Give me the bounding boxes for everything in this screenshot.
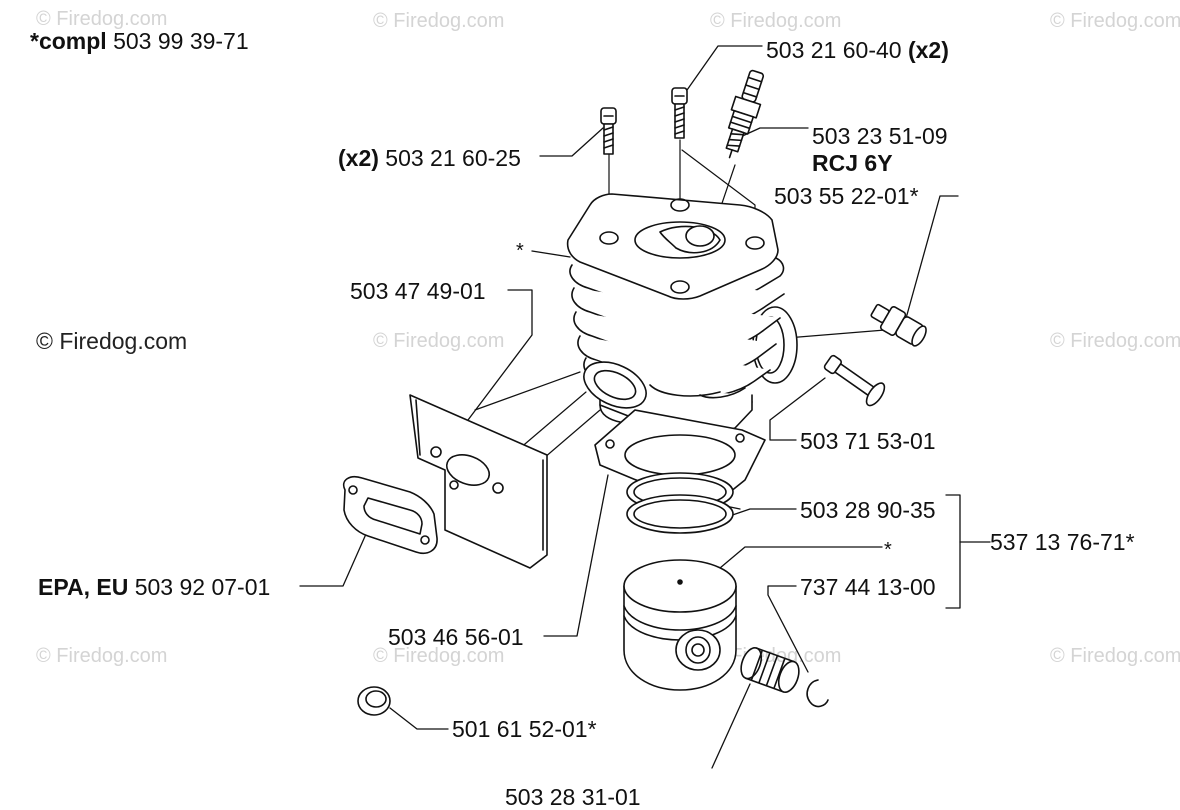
watermark: © Firedog.com bbox=[1050, 645, 1180, 667]
muffler-gasket-prefix: EPA, EU bbox=[38, 574, 129, 600]
watermark: © Firedog.com bbox=[1050, 330, 1180, 352]
spark-plug-type: RCJ 6Y bbox=[812, 150, 893, 176]
muffler-gasket bbox=[343, 475, 438, 554]
piston-rings bbox=[626, 472, 734, 534]
valve bbox=[823, 354, 886, 407]
compl-number: 503 99 39-71 bbox=[113, 28, 249, 54]
cylinder-star: * bbox=[516, 240, 524, 262]
muffler-gasket-label: EPA, EU 503 92 07-01 bbox=[38, 574, 270, 600]
decomp-valve-number: 503 55 22-01* bbox=[774, 183, 919, 209]
cylinder-plug bbox=[357, 686, 391, 716]
needle-bearing bbox=[740, 647, 800, 693]
piston-star: * bbox=[884, 539, 892, 561]
valve-number: 503 71 53-01 bbox=[800, 428, 936, 454]
watermark: © Firedog.com bbox=[36, 328, 188, 354]
cylinder bbox=[566, 193, 798, 451]
decompression-valve bbox=[870, 303, 927, 347]
watermark: © Firedog.com bbox=[373, 330, 505, 352]
rings-number: 503 28 90-35 bbox=[800, 497, 936, 523]
base-gasket-number: 503 46 56-01 bbox=[388, 624, 524, 650]
watermark: © Firedog.com bbox=[1050, 10, 1180, 32]
spark-plug-number: 503 23 51-09 bbox=[812, 123, 948, 149]
spark-plug bbox=[725, 69, 765, 159]
watermark: © Firedog.com bbox=[36, 645, 168, 667]
cylinder-screw-top bbox=[671, 87, 688, 139]
bearing-number-partial: 503 28 31-01 bbox=[505, 784, 641, 810]
circlip bbox=[806, 679, 829, 708]
muffler-gasket-number: 503 92 07-01 bbox=[134, 574, 271, 600]
compl-prefix: *compl bbox=[30, 28, 107, 54]
screw-left-label: (x2) 503 21 60-25 bbox=[338, 145, 521, 171]
screw-left-number: 503 21 60-25 bbox=[385, 145, 521, 171]
screw-left-qty: (x2) bbox=[338, 145, 379, 171]
watermark: © Firedog.com bbox=[36, 8, 168, 30]
plug-number: 501 61 52-01* bbox=[452, 716, 597, 742]
screw-top-qty: (x2) bbox=[907, 37, 949, 63]
pin-number: 737 44 13-00 bbox=[800, 574, 936, 600]
watermark: © Firedog.com bbox=[373, 645, 505, 667]
cylinder-screw-left bbox=[600, 107, 617, 155]
kit-number: 537 13 76-71* bbox=[990, 529, 1135, 555]
heat-shield-plate bbox=[409, 394, 548, 569]
screw-top-label: 503 21 60-40 (x2) bbox=[766, 37, 949, 63]
gasket-plate-number: 503 47 49-01 bbox=[350, 278, 486, 304]
compl-label: *compl 503 99 39-71 bbox=[30, 28, 249, 54]
watermark: © Firedog.com bbox=[373, 10, 505, 32]
screw-top-number: 503 21 60-40 bbox=[766, 37, 902, 63]
leader-lines bbox=[299, 45, 991, 769]
watermark: © Firedog.com bbox=[710, 10, 842, 32]
piston bbox=[623, 559, 737, 691]
